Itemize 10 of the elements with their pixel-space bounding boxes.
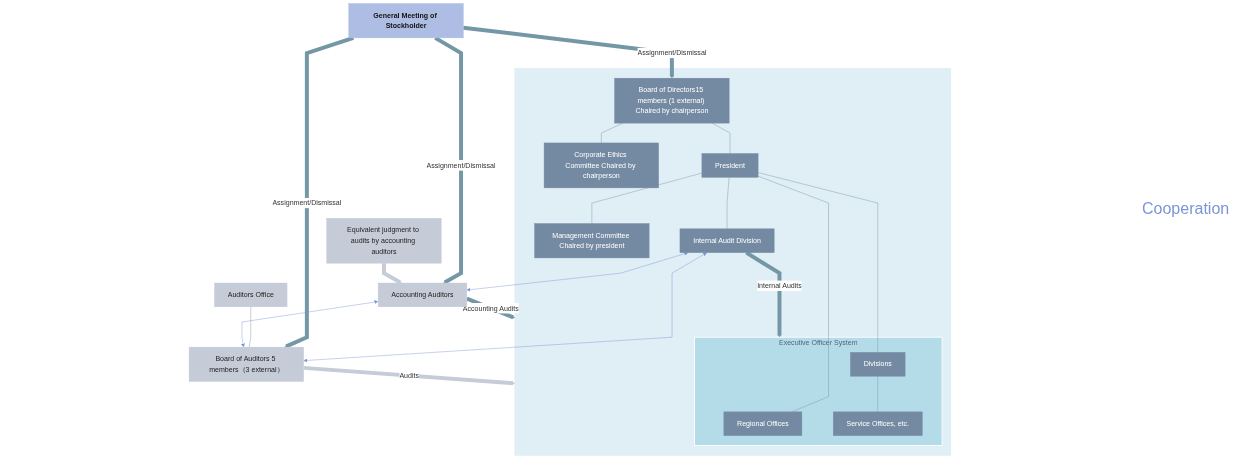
connector (757, 175, 829, 413)
connector (757, 172, 878, 353)
connector (591, 172, 703, 224)
note-text: Cooperation (1142, 200, 1231, 218)
arrow (381, 263, 402, 284)
arrow (434, 36, 464, 284)
connector (248, 306, 251, 348)
arrow (303, 365, 515, 386)
connector (726, 177, 730, 230)
arrow (284, 36, 355, 349)
